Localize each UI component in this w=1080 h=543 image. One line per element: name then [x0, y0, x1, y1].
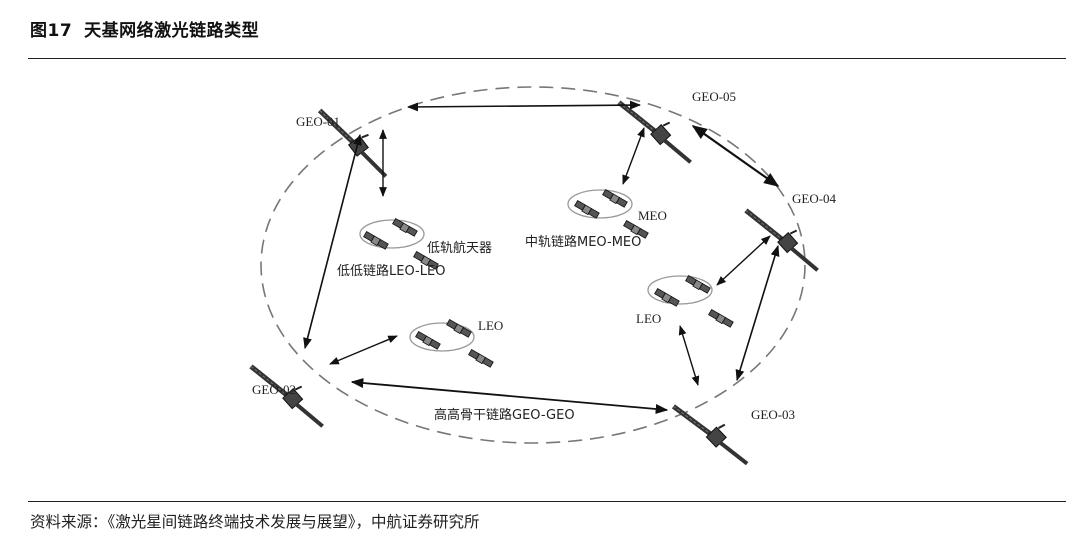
label-geo-04: GEO-04: [792, 191, 837, 206]
meo-cluster: [567, 189, 649, 239]
link-geo02-geo03: [350, 377, 669, 415]
link-geo02-leo: [329, 335, 398, 365]
label-leo-spacecraft: 低轨航天器: [427, 240, 492, 256]
label-geo-01: GEO-01: [296, 114, 340, 129]
label-geo-02: GEO-02: [252, 382, 296, 397]
label-leo-center: LEO: [478, 318, 503, 333]
label-meo: MEO: [638, 208, 667, 223]
leo-cluster-center: [409, 319, 494, 368]
label-meo-meo-link: 中轨链路MEO-MEO: [525, 234, 641, 250]
figure-header: 图17 天基网络激光链路类型: [30, 16, 271, 41]
header-rule: [28, 58, 1066, 59]
label-geo-geo-link: 高高骨干链路GEO-GEO: [434, 407, 575, 423]
leo-cluster-right: [647, 275, 734, 328]
link-geo05-meo: [622, 127, 645, 185]
footer-rule: [28, 501, 1066, 502]
source-note: 资料来源：《激光星间链路终端技术发展与展望》，中航证券研究所: [30, 513, 480, 531]
geo-orbit-ellipse: [260, 86, 806, 444]
link-geo04-leo: [716, 235, 771, 286]
label-geo-03: GEO-03: [751, 407, 795, 422]
geo-03-satellite: [666, 399, 758, 463]
link-geo01-geo05: [406, 100, 642, 112]
leo-cluster-left: [359, 218, 439, 270]
label-leo-right: LEO: [636, 311, 661, 326]
link-geo03-leo: [678, 325, 700, 386]
figure-number: 图17: [30, 21, 73, 41]
link-geo04-geo03: [735, 244, 780, 382]
label-geo-05: GEO-05: [692, 89, 736, 104]
geo-04-satellite: [738, 203, 830, 270]
link-geo01-geo02: [303, 133, 362, 350]
label-leo-leo-link: 低低链路LEO-LEO: [337, 263, 445, 279]
figure-title: 天基网络激光链路类型: [84, 21, 260, 41]
link-geo05-geo04: [691, 125, 780, 187]
